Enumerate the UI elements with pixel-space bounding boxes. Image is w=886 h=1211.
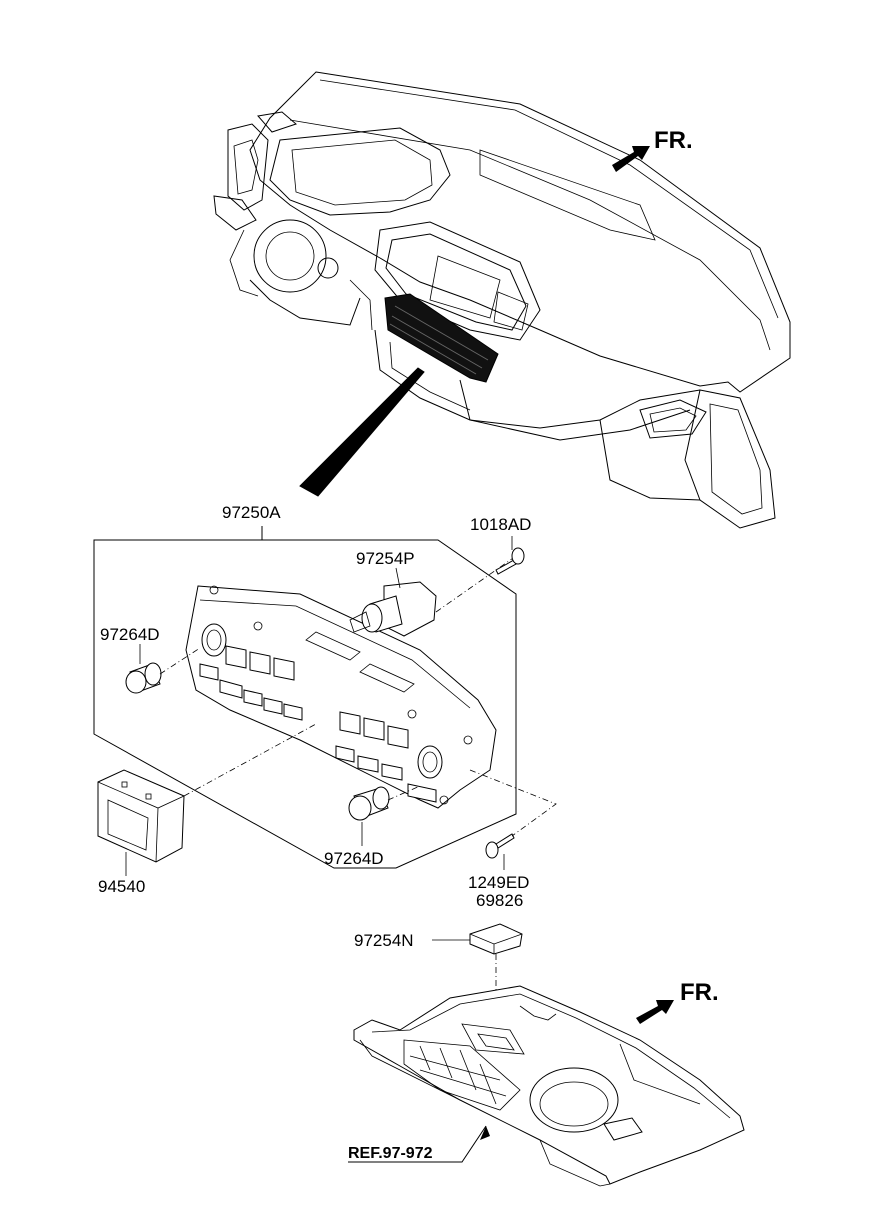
label-sensor: 97254P (356, 549, 415, 568)
knob-right (348, 786, 390, 821)
console-tray (353, 985, 745, 1187)
direction-label-top: FR. (654, 127, 693, 154)
label-bolt-top: 1018AD (470, 515, 531, 534)
label-module: 97254N (354, 931, 414, 950)
sensor-part (349, 581, 437, 637)
label-reference: REF.97-972 (348, 1145, 433, 1162)
pointer-arrow (299, 367, 425, 497)
label-knob-right: 97264D (324, 849, 384, 868)
switch-part (97, 769, 185, 863)
label-screw-line2: 69826 (476, 891, 523, 910)
screw-part (485, 833, 515, 859)
label-screw-line1: 1249ED (468, 873, 529, 892)
dashboard-illustration (213, 71, 791, 529)
bolt-top (495, 547, 525, 575)
climate-control-panel (185, 585, 497, 809)
label-assembly: 97250A (222, 503, 281, 522)
direction-label-bottom: FR. (680, 979, 719, 1006)
knob-left (125, 662, 162, 694)
arrow-front-icon (636, 1000, 674, 1024)
label-switch: 94540 (98, 877, 145, 896)
assembly-outline (93, 539, 517, 869)
label-knob-left: 97264D (100, 625, 160, 644)
arrow-front-icon (612, 146, 650, 172)
module-part (469, 923, 523, 955)
